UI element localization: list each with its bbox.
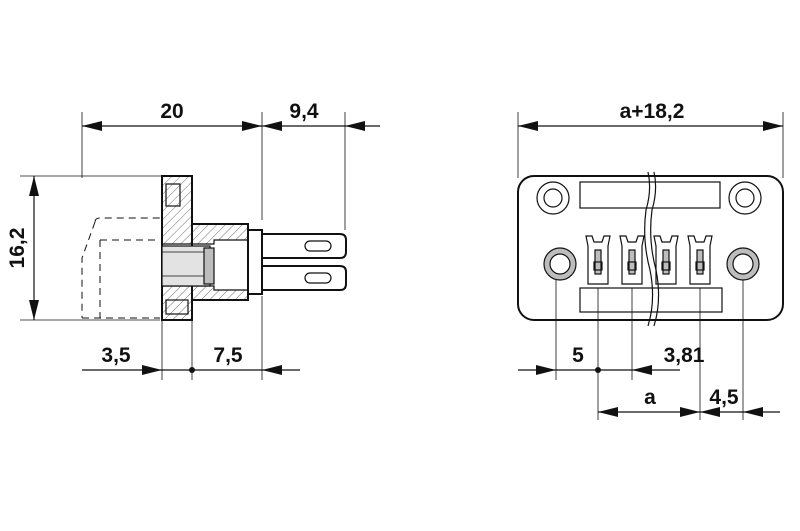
dimension-width: 20 9,4 [81,100,380,230]
dimension-bottom-front: 5 3,81 [518,280,744,420]
dimension-bottom-side: 3,5 7,5 [82,296,300,380]
screw-flange-holes [543,247,760,281]
dim-total-width-label: a+18,2 [620,100,685,123]
dim-left-offset-label: 3,5 [101,344,131,367]
housing-side [161,175,263,321]
contact-slots [585,235,713,285]
dim-right-label: 4,5 [709,386,739,409]
mounting-holes-top [536,181,762,215]
pins-side [261,233,347,291]
contact-slot [619,235,645,285]
side-view: 20 9,4 16,2 [6,100,380,380]
break-lines [644,171,660,327]
dimension-a-row: a 4,5 [598,386,780,417]
contact-slot [585,235,611,285]
dimension-height: 16,2 [6,175,165,321]
front-view: a+18,2 [517,100,784,420]
dim-right-offset-label: 7,5 [213,344,243,367]
dim-height-label: 16,2 [6,228,29,269]
mating-plug-outline [81,217,160,319]
contact-slot [687,235,713,285]
dimension-total-width: a+18,2 [517,100,784,178]
dim-a-label: a [644,386,656,409]
housing-front [517,175,784,321]
dim-width-label: 20 [160,100,183,123]
dim-pitch-label: 3,81 [664,344,705,367]
dim-pin-length-label: 9,4 [289,100,319,123]
dim-left-label: 5 [572,344,584,367]
marking-field-bottom [579,287,723,313]
